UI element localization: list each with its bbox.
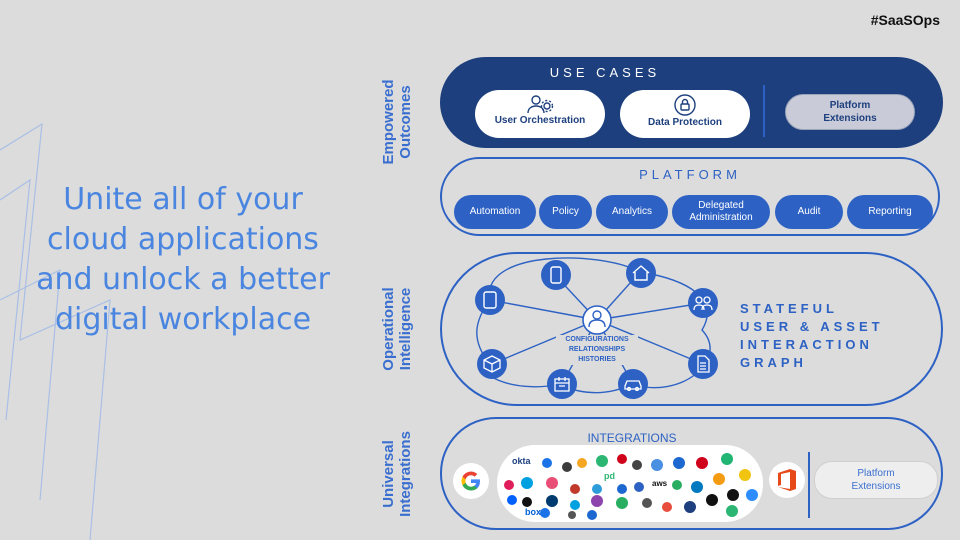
integrations-title: INTEGRATIONS — [587, 431, 677, 445]
center-line: RELATIONSHIPS — [568, 346, 626, 353]
box-icon — [477, 349, 507, 379]
headline-line: cloud applications — [47, 222, 319, 257]
platform-extensions-button[interactable]: Platform Extensions — [814, 461, 938, 499]
platform-delegated-administration[interactable]: Delegated Administration — [672, 195, 770, 229]
shield-lock-icon — [674, 94, 696, 116]
calendar-icon — [547, 369, 577, 399]
car-icon — [618, 369, 648, 399]
divider — [763, 85, 765, 137]
divider — [808, 452, 810, 518]
integrations-panel: INTEGRATIONS — [440, 417, 943, 530]
users-gear-icon — [527, 95, 554, 114]
box-logo-text: box — [525, 507, 542, 517]
platform-extensions-label: Platform Extensions — [823, 100, 877, 124]
headline-line: and unlock a better — [36, 262, 330, 297]
interaction-graph-panel — [440, 252, 943, 406]
platform-analytics[interactable]: Analytics — [596, 195, 668, 229]
headline-line: digital workplace — [54, 302, 312, 337]
document-icon — [688, 349, 718, 379]
graph-center-label: CONFIGURATIONS RELATIONSHIPS HISTORIES — [556, 335, 638, 365]
use-case-user-orchestration[interactable]: User Orchestration — [475, 90, 605, 138]
platform-automation[interactable]: Automation — [454, 195, 536, 229]
use-case-label: Data Protection — [648, 117, 722, 128]
center-line: CONFIGURATIONS — [565, 336, 629, 343]
okta-logo-text: okta — [512, 456, 531, 466]
tablet-icon — [475, 285, 505, 315]
platform-title: PLATFORM — [639, 167, 741, 182]
use-case-data-protection[interactable]: Data Protection — [620, 90, 750, 138]
pill-label: Analytics — [611, 206, 652, 217]
pill-label: Reporting — [868, 206, 912, 217]
platform-reporting[interactable]: Reporting — [847, 195, 933, 229]
hashtag: #SaaSOps — [870, 12, 940, 28]
use-case-label: User Orchestration — [494, 115, 586, 126]
use-cases-panel: USE CASES User Orchestration Data Protec… — [440, 57, 943, 148]
graph-title-line: USER & ASSET — [740, 319, 884, 334]
center-line: HISTORIES — [578, 356, 616, 363]
graph-title-line: INTERACTION — [740, 337, 873, 352]
graph-title-line: GRAPH — [740, 355, 807, 370]
office-logo-icon — [769, 462, 805, 498]
pill-label: Policy — [552, 206, 579, 217]
platform-policy[interactable]: Policy — [539, 195, 592, 229]
decorative-lines — [0, 122, 111, 540]
pill-label: Automation — [469, 206, 521, 217]
users-icon — [688, 288, 718, 318]
phone-icon — [541, 260, 571, 290]
app-logos-icon — [504, 453, 758, 520]
headline-line: Unite all of your — [63, 182, 303, 217]
platform-extensions-label: Platform Extensions — [851, 468, 901, 492]
pill-label: Delegated Administration — [689, 200, 753, 223]
pagerduty-logo-text: pd — [604, 471, 615, 481]
integration-logos: okta pd aws box — [497, 445, 763, 522]
google-logo-icon — [453, 463, 489, 499]
pill-label: Audit — [797, 206, 821, 217]
platform-extensions-button[interactable]: Platform Extensions — [785, 94, 915, 130]
use-cases-title: USE CASES — [549, 65, 661, 80]
aws-logo-text: aws — [652, 479, 668, 488]
home-icon — [626, 258, 656, 288]
headline: Unite all of your cloud applications and… — [28, 180, 338, 340]
graph-title: STATEFUL USER & ASSET INTERACTION GRAPH — [740, 300, 884, 372]
graph-title-line: STATEFUL — [740, 301, 838, 316]
platform-audit[interactable]: Audit — [775, 195, 843, 229]
platform-panel: PLATFORM Automation Policy Analytics Del… — [440, 157, 940, 236]
